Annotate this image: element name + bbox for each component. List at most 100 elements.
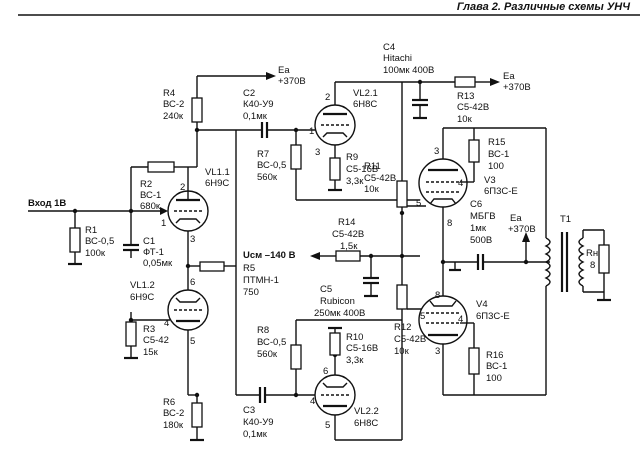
- resistor-r3: [125, 321, 137, 347]
- vl1-2-ref: VL1.2: [130, 280, 155, 291]
- r16-ref: R16: [486, 350, 503, 361]
- vl2-2-pin-6: 6: [323, 366, 328, 377]
- load-resistor: [598, 244, 610, 274]
- c1-value: 0,05мк: [143, 258, 173, 269]
- c6-type: МБГВ: [470, 211, 496, 222]
- r11-value: 10к: [364, 184, 380, 195]
- r10-value: 3,3к: [346, 355, 364, 366]
- r7-type: ВС-0,5: [257, 160, 286, 171]
- resistor-r10: [329, 332, 341, 356]
- vl2-1-pin-1: 1: [309, 126, 314, 137]
- r5-type: ПТМН-1: [243, 275, 279, 286]
- supply-1-value: +370В: [278, 76, 306, 87]
- resistor-r6: [191, 402, 203, 428]
- r9-ref: R9: [346, 152, 358, 163]
- c5-value: 250мк 400В: [314, 308, 365, 319]
- c1-ref: C1: [143, 236, 155, 247]
- c3-type: К40-У9: [243, 417, 274, 428]
- c1-type: ФТ-1: [143, 247, 164, 258]
- vl2-1-ref: VL2.1: [353, 88, 378, 99]
- r11-ref: R11: [364, 161, 381, 172]
- r1-ref: R1: [85, 225, 97, 236]
- r4-value: 240к: [163, 111, 184, 122]
- resistor-r16: [468, 347, 480, 375]
- vl1-2-pin-4: 4: [164, 318, 169, 329]
- c3-ref: C3: [243, 405, 255, 416]
- vl1-2-pin-6: 6: [190, 277, 195, 288]
- input-label: Вход 1В: [28, 198, 66, 209]
- input-arrow: [160, 207, 168, 215]
- r14-type: С5-42В: [332, 229, 364, 240]
- r6-ref: R6: [163, 397, 175, 408]
- transformer-primary: [544, 237, 551, 287]
- c4-value: 100мк 400В: [383, 65, 434, 76]
- resistor-r11: [396, 180, 408, 208]
- r13-value: 10к: [457, 114, 473, 125]
- r4-type: ВС-2: [163, 99, 184, 110]
- r3-type: С5-42: [143, 335, 169, 346]
- vl1-1-type: 6Н9С: [205, 178, 229, 189]
- vl2-1-pin-3: 3: [315, 147, 320, 158]
- t1-ref: T1: [560, 214, 571, 225]
- vl1-2-pin-5: 5: [190, 336, 195, 347]
- r2-value: 680к: [140, 201, 161, 212]
- r14-value: 1,5к: [340, 241, 358, 252]
- supply-2-value: +370В: [503, 82, 531, 93]
- vl2-1-pin-2: 2: [325, 92, 330, 103]
- resistor-r13: [454, 76, 476, 88]
- r5-value: 750: [243, 287, 259, 298]
- r7-ref: R7: [257, 149, 269, 160]
- v3-pin-4: 4: [458, 178, 463, 189]
- vl1-1-ref: VL1.1: [205, 167, 230, 178]
- rn-ref: Rн: [586, 248, 598, 259]
- resistor-r12: [396, 284, 408, 310]
- v3-type: 6П3С-Е: [484, 186, 518, 197]
- c5-type: Rubicon: [320, 296, 355, 307]
- r16-value: 100: [486, 373, 502, 384]
- r8-value: 560к: [257, 349, 278, 360]
- bias-label: Uсм –140 В: [243, 250, 296, 261]
- resistor-r9: [329, 157, 341, 181]
- supply-3-value: +370В: [508, 224, 536, 235]
- v3-pin-3: 3: [434, 146, 439, 157]
- v4-pin-8: 8: [435, 290, 440, 301]
- c4-ref: C4: [383, 42, 395, 53]
- supply-1-name: Ea: [278, 65, 290, 76]
- transformer-secondary: [578, 237, 585, 287]
- resistor-r5: [199, 261, 225, 272]
- vl2-2-pin-5: 5: [325, 420, 330, 431]
- r4-ref: R4: [163, 88, 175, 99]
- vl1-1-pin-1: 1: [161, 218, 166, 229]
- resistor-r4: [191, 97, 203, 123]
- r15-value: 100: [488, 161, 504, 172]
- c5-ref: C5: [320, 284, 332, 295]
- r8-ref: R8: [257, 325, 269, 336]
- resistor-r8: [290, 344, 302, 370]
- r6-type: ВС-2: [163, 408, 184, 419]
- r1-value: 100к: [85, 248, 106, 259]
- r2-ref: R2: [140, 179, 152, 190]
- resistor-r15: [468, 139, 480, 163]
- c6-ref: C6: [470, 199, 482, 210]
- supply-3-name: Ea: [510, 213, 522, 224]
- vl2-2-type: 6Н8С: [354, 418, 378, 429]
- r10-type: С5-16В: [346, 343, 378, 354]
- bias-arrow: [310, 252, 320, 260]
- v4-type: 6П3С-Е: [476, 311, 510, 322]
- r2-type: ВС-1: [140, 190, 161, 201]
- v3-pin-5: 5: [416, 198, 421, 209]
- v3-pin-8: 8: [447, 218, 452, 229]
- r3-value: 15к: [143, 347, 159, 358]
- r12-value: 10к: [394, 346, 410, 357]
- r8-type: ВС-0,5: [257, 337, 286, 348]
- r6-value: 180к: [163, 420, 184, 431]
- v4-pin-5: 5: [420, 311, 425, 322]
- c6-value: 1мк: [470, 223, 487, 234]
- v3-ref: V3: [484, 175, 496, 186]
- r3-ref: R3: [143, 324, 155, 335]
- v4-pin-4: 4: [458, 314, 463, 325]
- r5-ref: R5: [243, 263, 255, 274]
- r7-value: 560к: [257, 172, 278, 183]
- r9-value: 3,3к: [346, 176, 364, 187]
